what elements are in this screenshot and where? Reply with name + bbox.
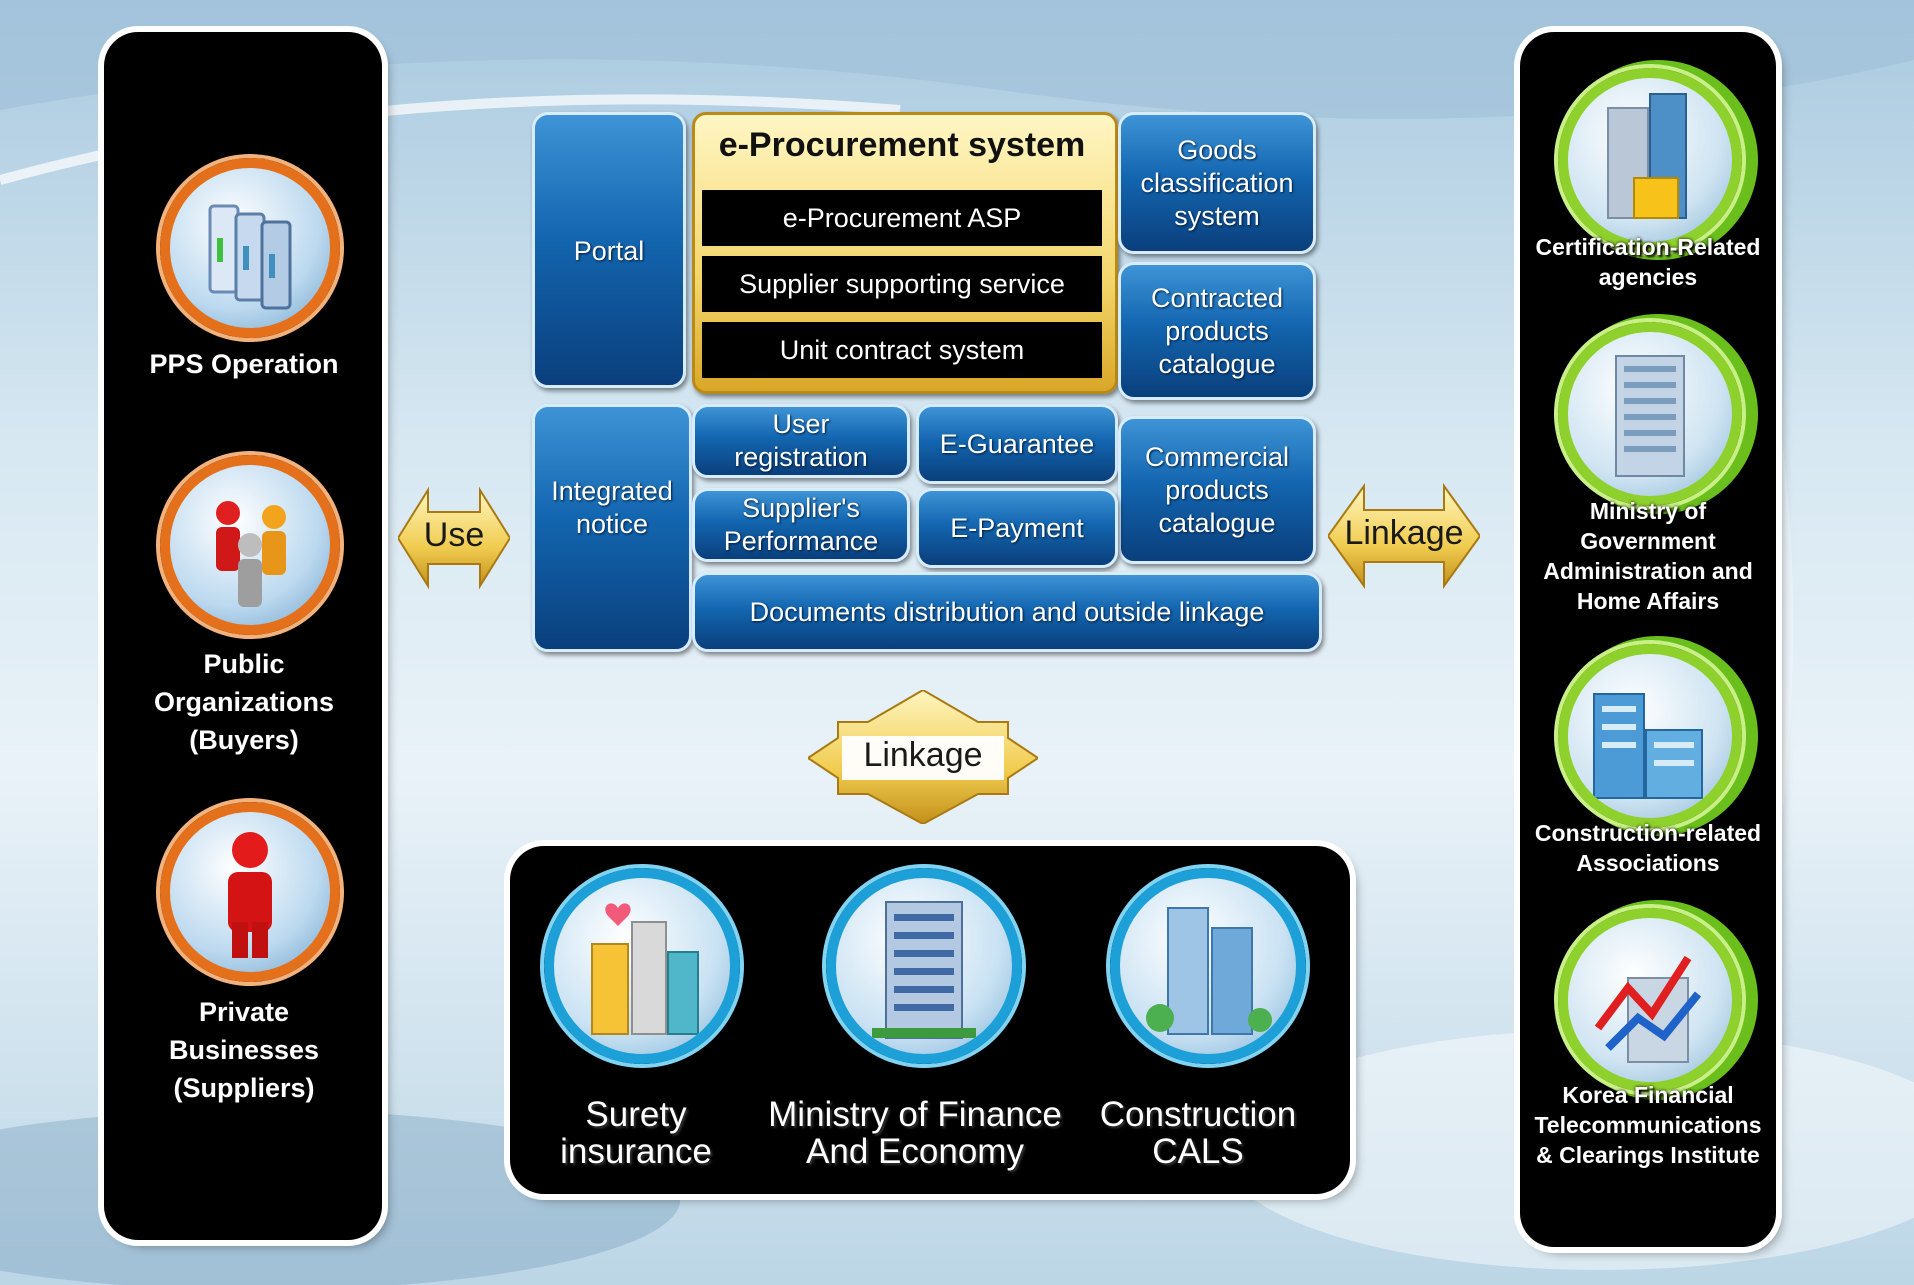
commercial-catalogue-box: Commercial products catalogue: [1118, 416, 1316, 564]
contracted-catalogue-box: Contracted products catalogue: [1118, 262, 1316, 400]
pps-operation-circle: [160, 158, 340, 338]
linkage-right-arrow: [1328, 482, 1480, 590]
government-building-icon: [1615, 355, 1685, 477]
portal-box: Portal: [532, 112, 686, 388]
buildings-hearts-icon: [591, 903, 699, 1035]
ministry-government-circle: [1558, 322, 1742, 506]
supplier-performance-box: Supplier's Performance: [692, 488, 910, 562]
integrated-notice-label: Integrated notice: [551, 476, 673, 539]
certification-circle: [1558, 68, 1742, 252]
documents-linkage-box: Documents distribution and outside linka…: [692, 572, 1322, 652]
public-organizations-label: Public Organizations (Buyers): [153, 649, 335, 755]
surety-insurance-circle: [544, 868, 740, 1064]
portal-label: Portal: [573, 236, 645, 266]
korea-financial-circle: [1558, 908, 1742, 1092]
use-arrow: [398, 486, 510, 590]
construction-towers-icon: [1146, 907, 1272, 1035]
linkage-down-arrow-label: Linkage: [863, 736, 983, 774]
goods-classification-box: Goods classification system: [1118, 112, 1316, 254]
ministry-finance-label: Ministry of Finance And Economy: [768, 1095, 1062, 1171]
financial-chart-icon: [1594, 955, 1702, 1063]
office-building-icon: [1607, 93, 1687, 219]
linkage-down-arrow: [808, 690, 1038, 824]
person-icon: [228, 832, 272, 958]
private-businesses-label: Private Businesses (Suppliers): [168, 997, 320, 1103]
surety-insurance-label: Surety insurance: [560, 1095, 712, 1171]
use-arrow-label: Use: [423, 516, 485, 554]
integrated-notice-box: Integrated notice: [532, 404, 692, 652]
people-group-icon: [216, 501, 286, 607]
construction-cals-circle: [1110, 868, 1306, 1064]
server-icon: [208, 204, 292, 310]
office-complex-icon: [1593, 693, 1703, 799]
linkage-right-arrow-label: Linkage: [1344, 514, 1464, 552]
eprocurement-asp-row: e-Procurement ASP: [702, 190, 1102, 246]
supplier-supporting-row: Supplier supporting service: [702, 256, 1102, 312]
certification-label: Certification-Related agencies: [1535, 234, 1761, 290]
e-payment-box: E-Payment: [916, 488, 1118, 568]
pps-operation-label: PPS Operation: [149, 349, 339, 379]
eprocurement-title: e-Procurement system: [718, 126, 1086, 164]
construction-cals-label: Construction CALS: [1099, 1095, 1297, 1171]
e-guarantee-box: E-Guarantee: [916, 404, 1118, 484]
ministry-building-icon: [872, 901, 976, 1039]
construction-associations-circle: [1558, 644, 1742, 828]
ministry-government-label: Ministry of Government Administration an…: [1543, 498, 1753, 614]
unit-contract-row: Unit contract system: [702, 322, 1102, 378]
public-organizations-circle: [160, 455, 340, 635]
private-businesses-circle: [160, 802, 340, 982]
korea-financial-label: Korea Financial Telecommunications & Cle…: [1534, 1082, 1762, 1168]
user-registration-box: User registration: [692, 404, 910, 478]
construction-associations-label: Construction-related Associations: [1534, 820, 1762, 876]
ministry-finance-circle: [826, 868, 1022, 1064]
